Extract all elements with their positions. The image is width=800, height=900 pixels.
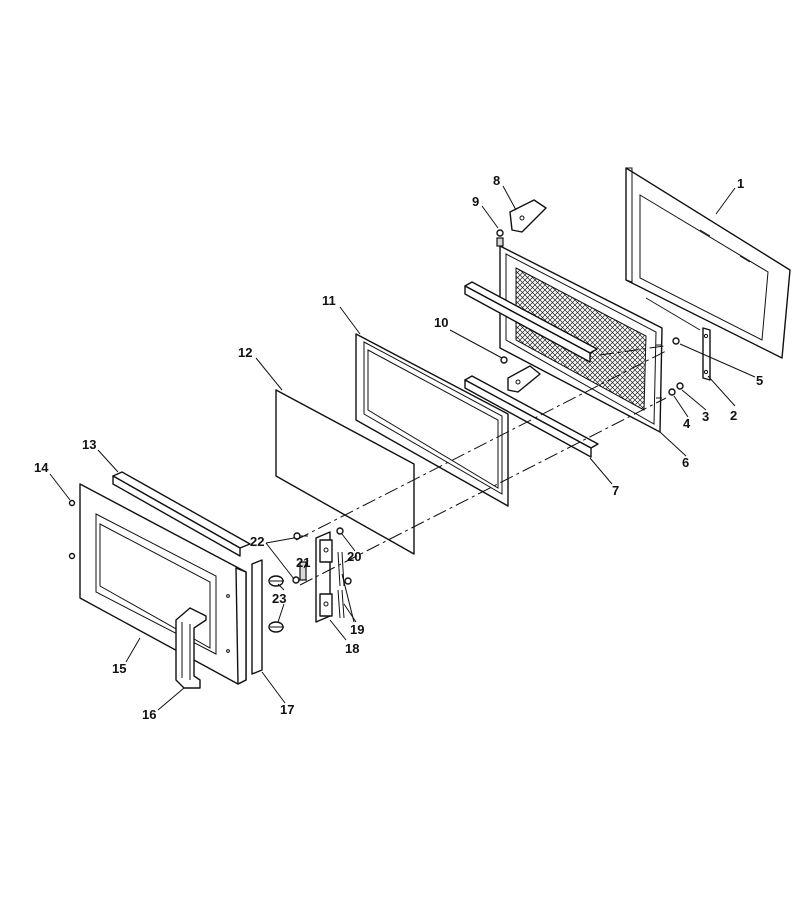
callout-23: 23 [272,591,286,606]
callout-5: 5 [756,373,763,388]
part-4-screw [668,388,676,396]
part-22-screw-lower [292,576,307,584]
part-15-front-door [79,483,247,685]
part-19-spring-upper [337,551,345,587]
part-17-side-strip [251,559,263,675]
callout-9: 9 [472,194,479,209]
part-7-choke-bars [464,281,599,458]
callout-19: 19 [350,622,364,637]
callout-7: 7 [612,483,619,498]
callout-15: 15 [112,661,126,676]
part-14-screw-upper [68,499,76,507]
leader-lines [49,185,756,711]
part-12-glass-sheet [275,389,415,555]
part-3-screw [676,382,684,390]
part-10-lower-hinge [500,356,541,393]
callout-10: 10 [434,315,448,330]
callout-16: 16 [142,707,156,722]
callout-12: 12 [238,345,252,360]
callout-4: 4 [683,416,691,431]
part-11-glass-frame [355,333,509,507]
part-5-screw [672,337,680,345]
callout-8: 8 [493,173,500,188]
callout-14: 14 [34,460,49,475]
part-8-upper-hinge [509,199,547,233]
part-23-lever-upper [268,575,284,587]
callout-6: 6 [682,455,689,470]
callout-20: 20 [347,549,361,564]
part-18-hinge-assembly [315,531,333,623]
callout-13: 13 [82,437,96,452]
callout-1: 1 [737,176,744,191]
part-16-handle [175,607,207,689]
part-20-screw-upper [336,527,344,535]
part-14-screw-lower [68,552,76,560]
part-20-screw-lower [344,577,352,585]
callout-3: 3 [702,409,709,424]
callout-2: 2 [730,408,737,423]
part-13-top-strip [112,471,251,557]
callouts: 1 2 3 4 5 6 7 8 9 10 11 12 13 14 15 16 1… [34,173,763,722]
part-9-fastener [496,229,504,247]
callout-22: 22 [250,534,264,549]
assembly-lines [295,345,667,586]
callout-11: 11 [322,293,336,308]
part-19-spring-lower [337,589,345,619]
part-22-screw-upper [293,532,308,540]
part-2-strip [702,327,711,381]
callout-21: 21 [296,555,310,570]
callout-17: 17 [280,702,294,717]
callout-18: 18 [345,641,359,656]
part-23-lever-lower [268,621,284,633]
part-1-outer-frame [625,167,791,359]
